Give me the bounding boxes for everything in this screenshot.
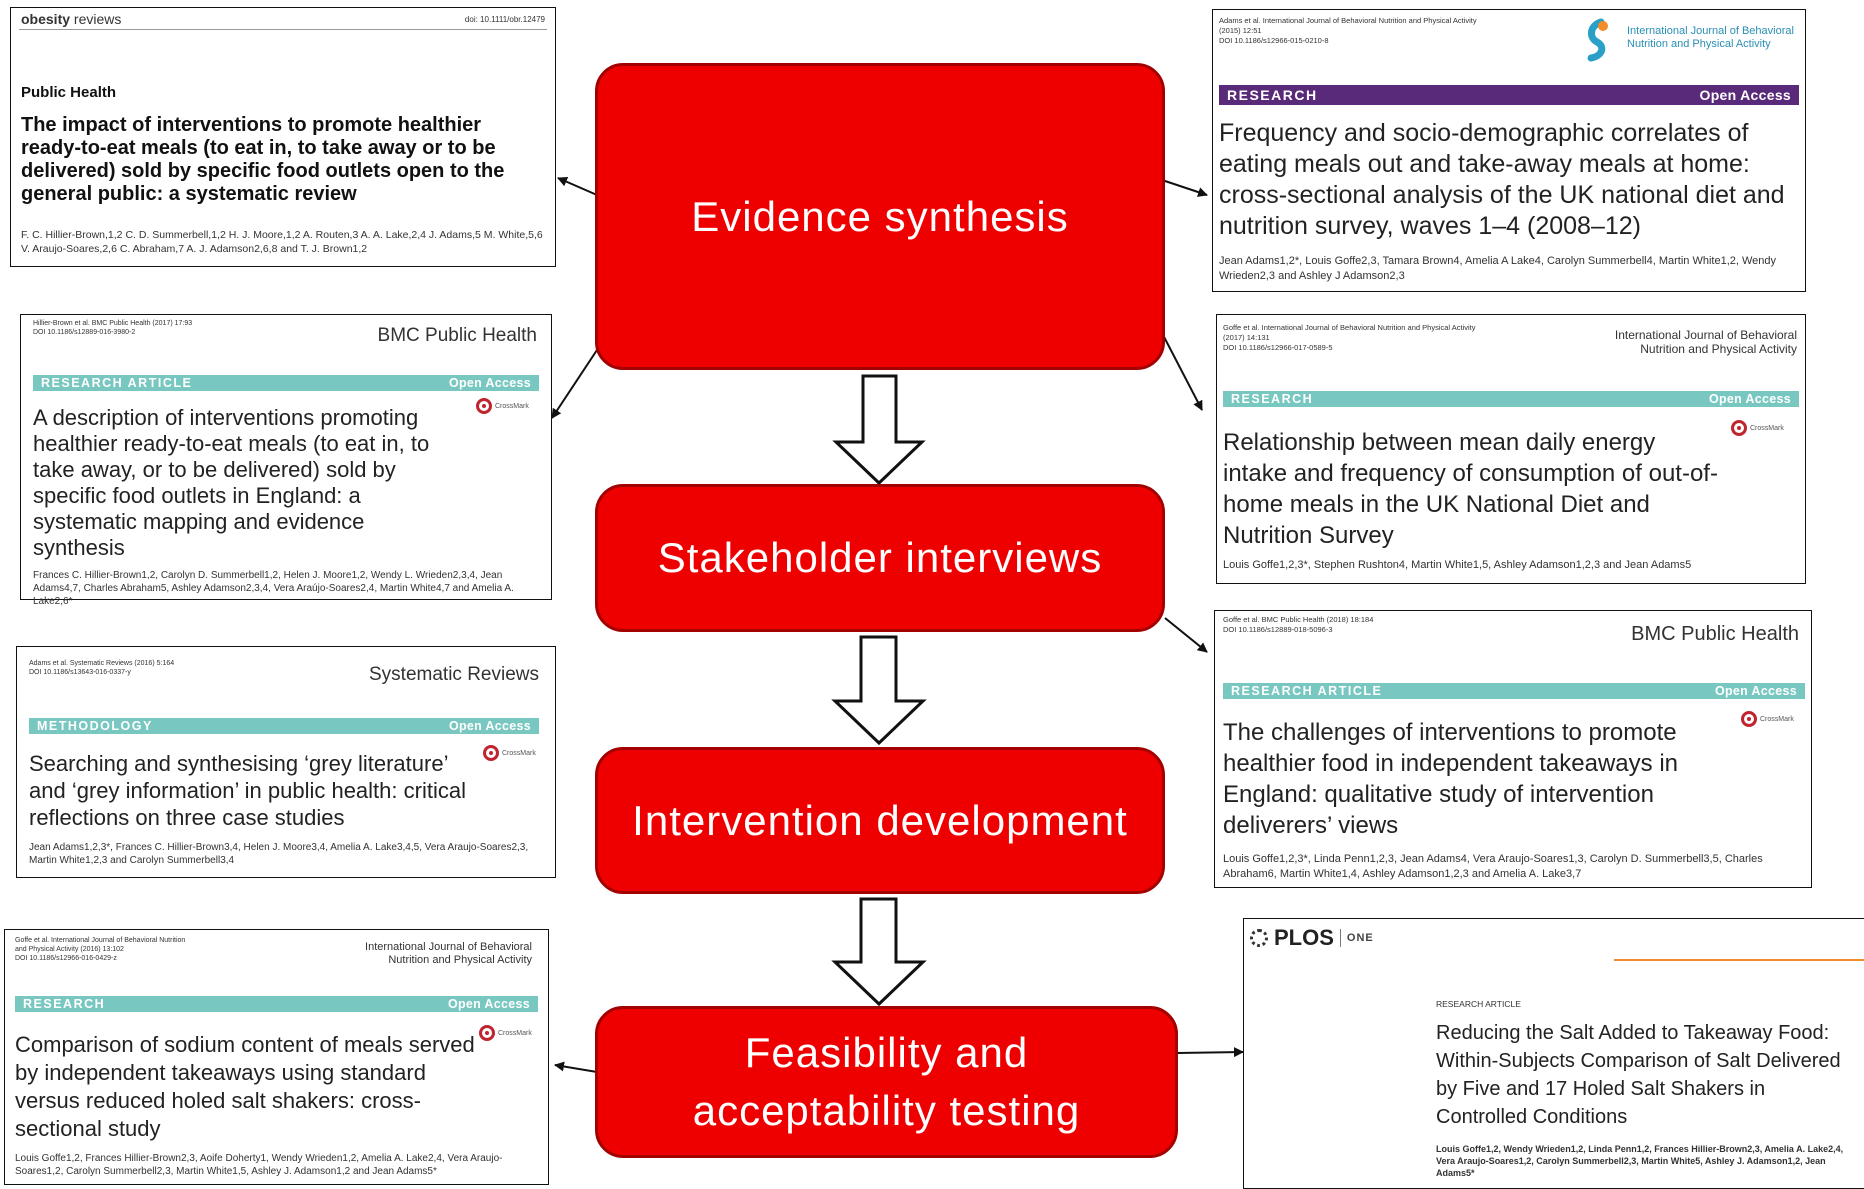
paper-authors: Jean Adams1,2*, Louis Goffe2,3, Tamara B… (1219, 255, 1777, 282)
arrow-to-paper-7 (1164, 617, 1208, 653)
paper-authors: Louis Goffe1,2, Wendy Wrieden1,2, Linda … (1436, 1144, 1844, 1178)
journal-logo-icon (1583, 18, 1613, 62)
citation: Goffe et al. International Journal of Be… (1223, 323, 1476, 352)
paper-card-obesity-reviews: obesity reviews doi: 10.1111/obr.12479 P… (10, 7, 556, 267)
crossmark-icon (479, 1025, 495, 1041)
arrow-to-paper-5 (1161, 179, 1208, 197)
paper-card-ijbnpa-2016: Goffe et al. International Journal of Be… (4, 929, 549, 1185)
crossmark-badge: CrossMark (1741, 711, 1794, 727)
step-intervention-development: Intervention development (595, 747, 1165, 894)
paper-authors: Louis Goffe1,2, Frances Hillier-Brown2,3… (15, 1153, 503, 1177)
paper-authors: Louis Goffe1,2,3*, Stephen Rushton4, Mar… (1223, 559, 1692, 571)
step-intervention-development-label: Intervention development (632, 796, 1128, 844)
crossmark-icon (1741, 711, 1757, 727)
citation: Goffe et al. BMC Public Health (2018) 18… (1223, 615, 1374, 634)
citation: Adams et al. Systematic Reviews (2016) 5… (29, 660, 175, 676)
section-label: Public Health (21, 84, 117, 101)
journal-brand: obesity reviews (21, 11, 122, 27)
step-stakeholder-interviews: Stakeholder interviews (595, 484, 1165, 632)
arrow-to-paper-1 (557, 177, 598, 196)
flow-arrow-3 (831, 897, 927, 1007)
citation: Hillier-Brown et al. BMC Public Health (… (33, 320, 193, 336)
paper-title: The impact of interventions to promote h… (21, 114, 505, 205)
crossmark-badge: CrossMark (1731, 420, 1784, 436)
paper-card-bmc-2018: Goffe et al. BMC Public Health (2018) 18… (1214, 610, 1812, 888)
citation: Adams et al. International Journal of Be… (1219, 16, 1477, 45)
paper-title: The challenges of interventions to promo… (1223, 719, 1678, 839)
divider (19, 29, 547, 30)
flow-arrow-2 (831, 635, 927, 746)
paper-title: Reducing the Salt Added to Takeaway Food… (1436, 1022, 1841, 1128)
crossmark-icon (483, 745, 499, 761)
plos-logo: PLOS ONE (1250, 925, 1374, 951)
step-evidence-synthesis-label: Evidence synthesis (691, 192, 1069, 240)
arrow-to-paper-6 (1161, 332, 1203, 411)
paper-title: Relationship between mean daily energy i… (1223, 429, 1718, 549)
crossmark-icon (476, 398, 492, 414)
crossmark-badge: CrossMark (483, 745, 536, 761)
arrow-to-paper-2 (551, 349, 598, 419)
paper-title: Frequency and socio-demographic correlat… (1219, 119, 1785, 240)
flow-arrow-1 (832, 374, 926, 486)
paper-card-plos-one: PLOS ONE RESEARCH ARTICLE Reducing the S… (1243, 918, 1864, 1189)
step-stakeholder-interviews-label: Stakeholder interviews (657, 534, 1103, 581)
crossmark-badge: CrossMark (476, 398, 529, 414)
journal-name: International Journal of Behavioral Nutr… (1627, 25, 1794, 50)
journal-name: BMC Public Health (1631, 623, 1799, 645)
paper-card-bmc-2017: Hillier-Brown et al. BMC Public Health (… (20, 314, 552, 607)
paper-title: Searching and synthesising ‘grey literat… (29, 751, 466, 830)
journal-name: Systematic Reviews (369, 664, 539, 685)
paper-title: Comparison of sodium content of meals se… (15, 1032, 475, 1141)
plos-accent-line (1614, 959, 1864, 961)
arrow-to-paper-8 (1176, 1047, 1244, 1058)
citation: Goffe et al. International Journal of Be… (15, 937, 186, 962)
article-label: RESEARCH ARTICLE (1436, 999, 1521, 1009)
journal-name: International Journal of Behavioral Nutr… (365, 941, 532, 966)
journal-name: BMC Public Health (377, 325, 537, 346)
step-evidence-synthesis: Evidence synthesis (595, 63, 1165, 370)
plos-gear-icon (1250, 929, 1268, 947)
paper-authors: Frances C. Hillier-Brown1,2, Carolyn D. … (33, 570, 514, 607)
paper-authors: F. C. Hillier-Brown,1,2 C. D. Summerbell… (21, 229, 543, 255)
paper-card-systematic-reviews: Adams et al. Systematic Reviews (2016) 5… (16, 646, 556, 878)
journal-name: International Journal of Behavioral Nutr… (1614, 328, 1797, 356)
step-feasibility-line1: Feasibility and (744, 1029, 1029, 1076)
crossmark-icon (1731, 420, 1747, 436)
step-feasibility-testing: Feasibility and acceptability testing (595, 1006, 1178, 1158)
arrow-to-paper-4 (554, 1061, 598, 1073)
paper-title: A description of interventions promoting… (33, 405, 430, 560)
paper-authors: Louis Goffe1,2,3*, Linda Penn1,2,3, Jean… (1223, 853, 1763, 880)
paper-card-ijbnpa-2017: Goffe et al. International Journal of Be… (1216, 314, 1806, 584)
crossmark-badge: CrossMark (479, 1025, 532, 1041)
paper-authors: Jean Adams1,2,3*, Frances C. Hillier-Bro… (29, 842, 529, 866)
step-feasibility-line2: acceptability testing (692, 1087, 1081, 1134)
doi: doi: 10.1111/obr.12479 (464, 15, 545, 24)
paper-card-ijbnpa-2015: Adams et al. International Journal of Be… (1212, 9, 1806, 292)
